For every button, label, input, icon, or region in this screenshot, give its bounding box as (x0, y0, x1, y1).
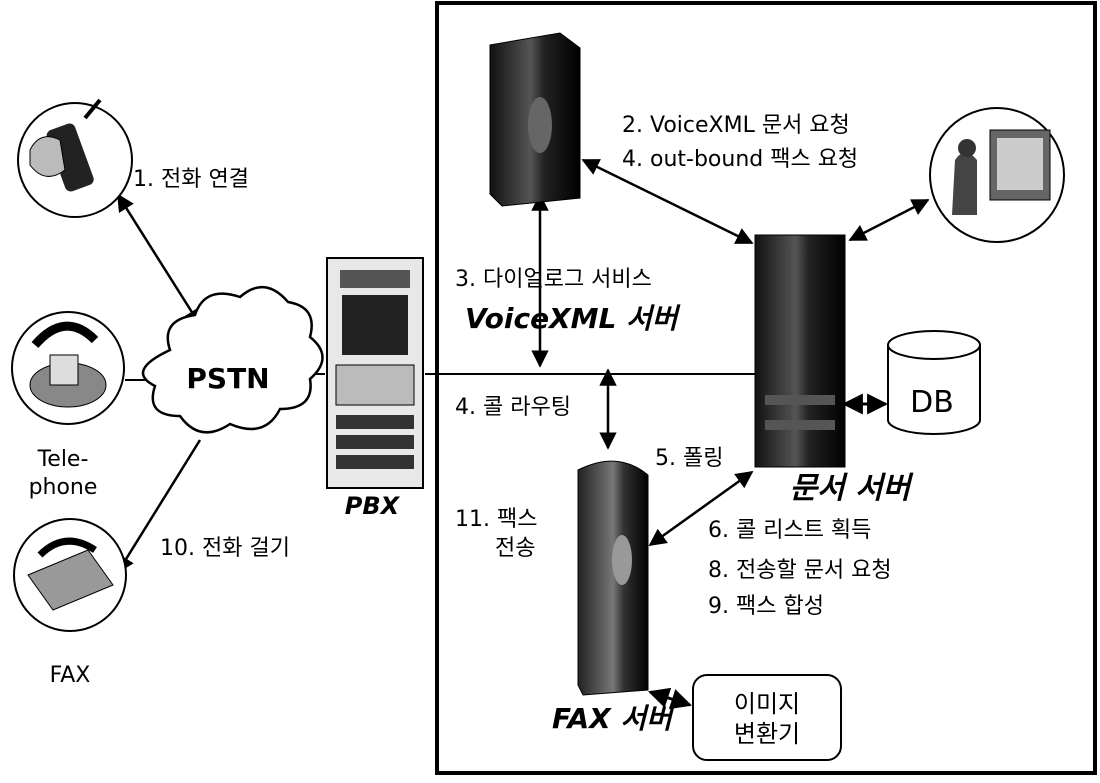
step-11-label: 11. 팩스 (455, 507, 537, 532)
link-voicexml-docserver (583, 160, 752, 243)
link-docserver-terminal (850, 200, 928, 240)
fax-machine-icon (14, 519, 126, 631)
document-server-icon (755, 235, 845, 467)
pstn-label: PSTN (186, 362, 269, 395)
image-converter-label: 이미지 (734, 690, 800, 718)
voicexml-server-icon (490, 33, 580, 206)
step-8-label: 8. 전송할 문서 요청 (708, 558, 892, 583)
fax-server-icon (578, 461, 648, 695)
fax-device-label: FAX (50, 663, 91, 688)
step-2-label: 2. VoiceXML 문서 요청 (622, 113, 850, 138)
pstn-cloud (143, 287, 323, 432)
step-6-label: 6. 콜 리스트 획득 (708, 518, 871, 543)
step-1-label: 1. 전화 연결 (133, 167, 249, 192)
telephone-icon (12, 312, 124, 424)
pbx-icon (327, 258, 423, 488)
fax-server-label: FAX 서버 (552, 702, 675, 735)
telephone-label: Tele- (37, 447, 89, 472)
step-11-label-2: 전송 (495, 536, 535, 561)
step-4-routing-label: 4. 콜 라우팅 (455, 395, 571, 420)
image-converter-label-2: 변환기 (734, 720, 800, 748)
step-9-label: 9. 팩스 합성 (708, 594, 824, 619)
link-phone-pstn (118, 195, 200, 325)
step-4-outbound-label: 4. out-bound 팩스 요청 (622, 147, 858, 172)
document-server-label: 문서 서버 (790, 471, 914, 506)
step-10-label: 10. 전화 걸기 (160, 536, 290, 561)
telephone-label-2: phone (29, 475, 98, 500)
db-label: DB (910, 385, 954, 420)
step-3-label: 3. 다이얼로그 서비스 (455, 267, 652, 292)
pbx-label: PBX (345, 492, 401, 520)
voicexml-server-label: VoiceXML 서버 (465, 302, 681, 335)
step-5-label: 5. 폴링 (655, 446, 723, 471)
mobile-phone-icon (18, 100, 132, 217)
workstation-icon (930, 108, 1064, 242)
